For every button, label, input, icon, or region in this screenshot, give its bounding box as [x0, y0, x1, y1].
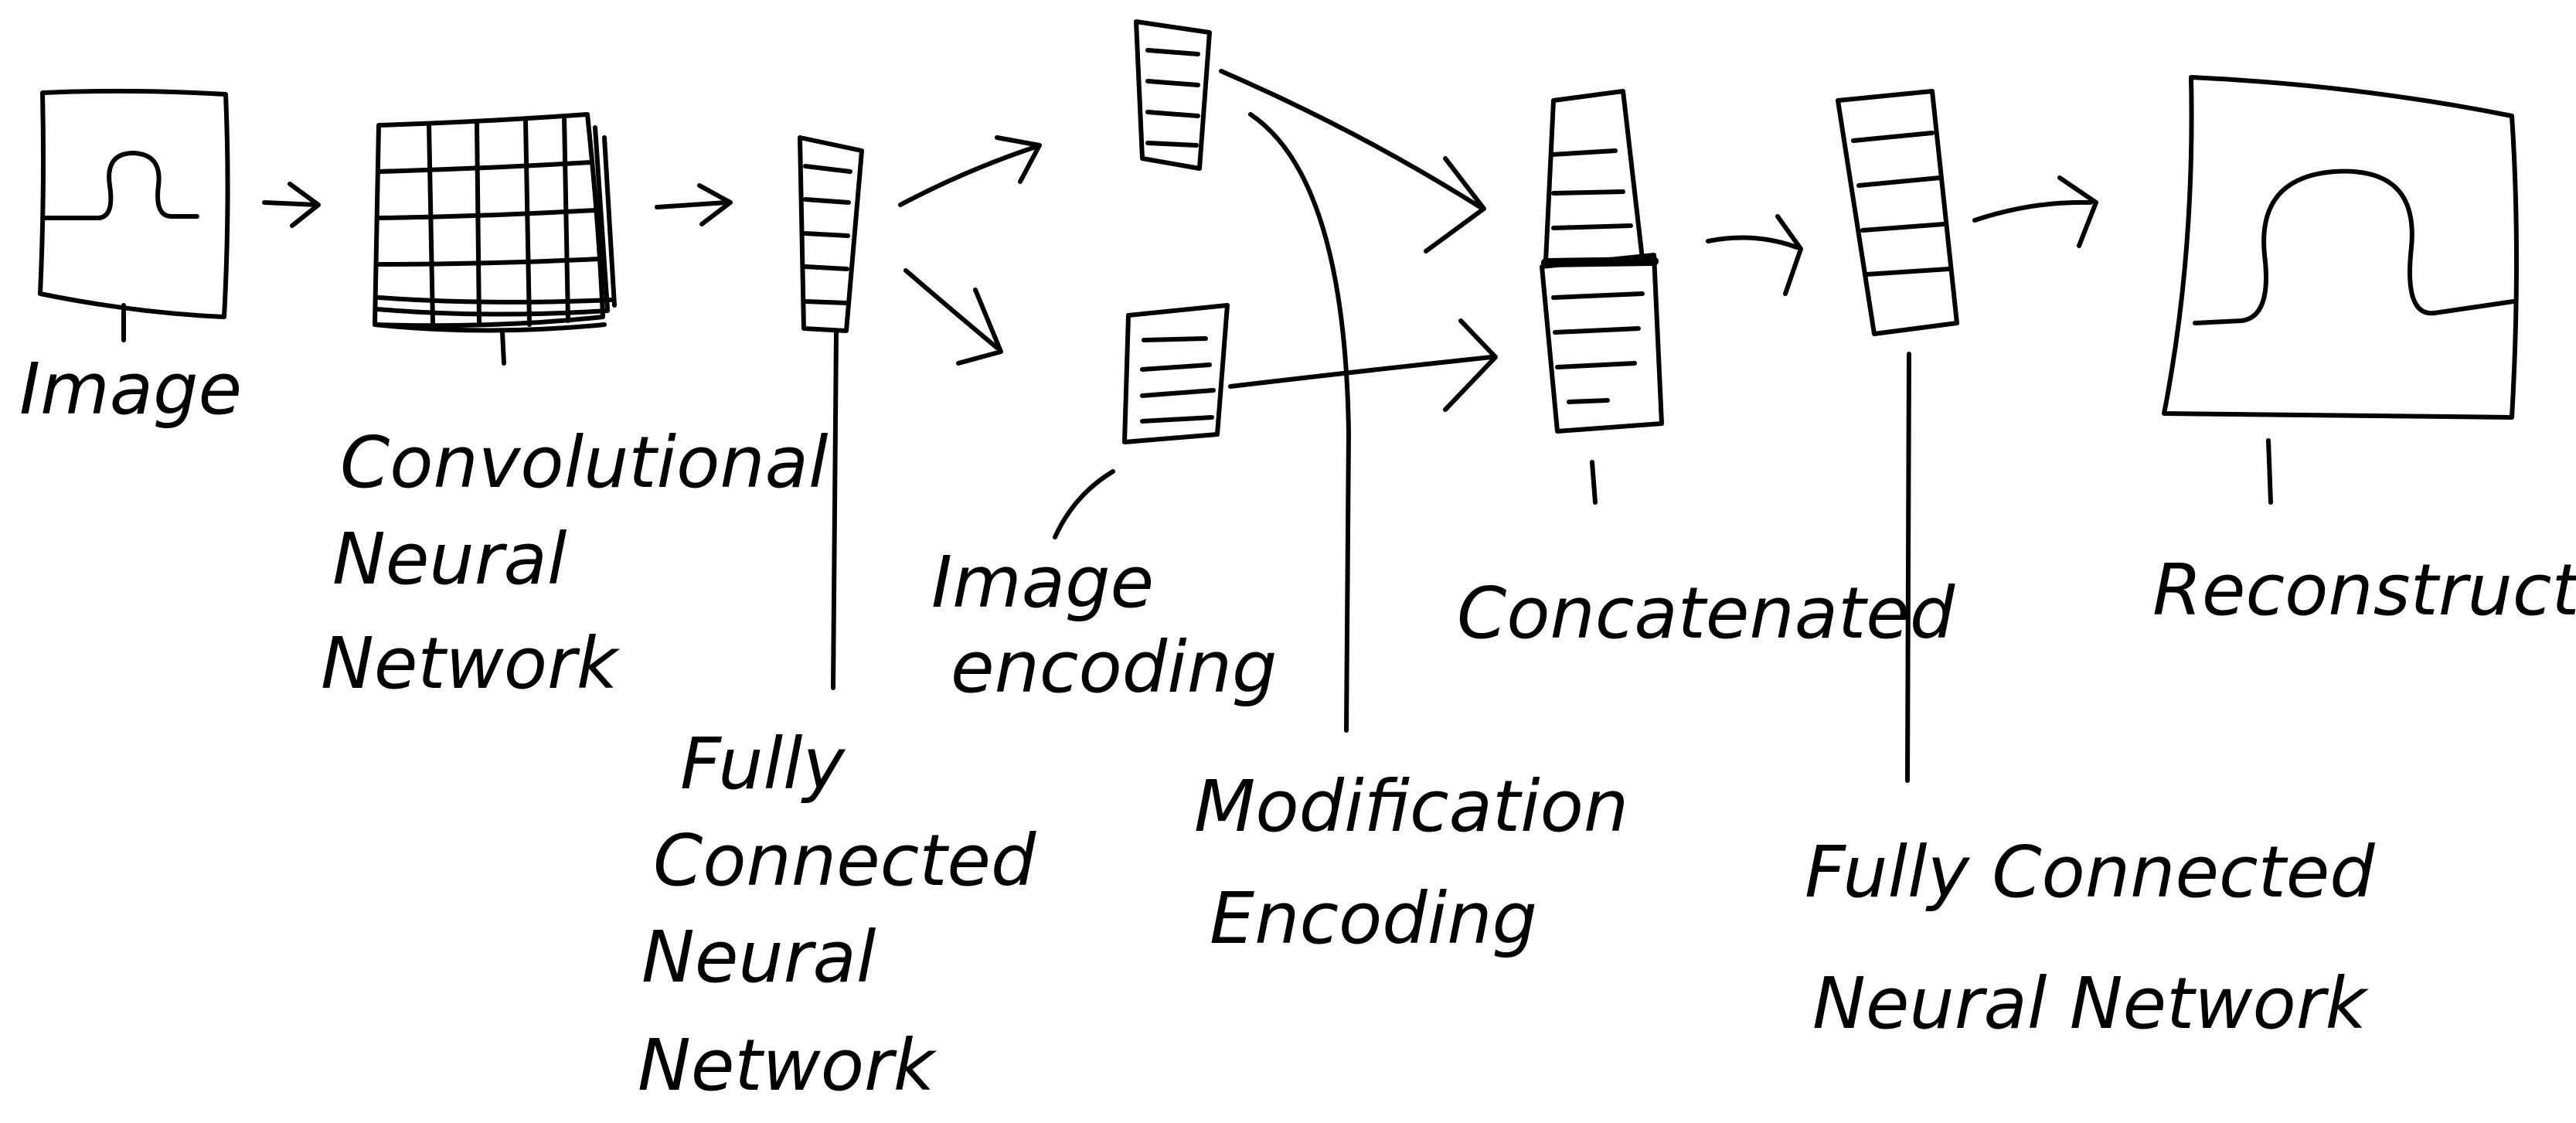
fc1-vector	[798, 135, 864, 690]
label-reconstruction: Reconstruction	[2152, 549, 2576, 631]
arrow-image-to-cnn	[262, 182, 321, 228]
label-image: Image	[19, 348, 242, 430]
input-image	[38, 88, 230, 342]
label-cnn-line-1: Convolutional	[340, 421, 829, 504]
label-modification-encoding-line-2: Encoding	[1210, 877, 1537, 960]
label-fc1-line-3: Neural	[641, 916, 876, 999]
arrow-fc2-to-reconstruction	[1972, 175, 2098, 248]
label-cnn-line-2: Neural	[332, 518, 567, 601]
fc2-vector	[1836, 89, 1959, 783]
label-concatenated: Concatenated	[1457, 572, 1955, 655]
reconstruction-image	[2162, 75, 2519, 505]
label-fc2-line-2: Neural Network	[1812, 962, 2370, 1045]
concatenated-vector	[1540, 89, 1664, 505]
label-image-encoding-line-2: encoding	[951, 626, 1277, 709]
label-cnn-line-3: Network	[321, 622, 621, 705]
modification-encoding-pointer	[1248, 112, 1351, 733]
label-fc2-line-1: Fully Connected	[1805, 831, 2375, 914]
label-fc1-line-2: Connected	[653, 819, 1036, 902]
label-modification-encoding-line-1: Modification	[1194, 765, 1628, 848]
top-vector	[1134, 19, 1212, 171]
cnn-block	[373, 112, 617, 366]
image-encoding-pointer	[1053, 469, 1115, 539]
image-encoding-vector	[1122, 303, 1230, 444]
arrow-fc1-to-top	[898, 135, 1042, 207]
arrow-top-to-concat	[1219, 69, 1486, 254]
arrow-concat-to-fc2	[1706, 214, 1803, 296]
label-fc1-line-4: Network	[638, 1024, 938, 1107]
label-fc1-line-1: Fully	[680, 723, 846, 805]
arrow-cnn-to-fc1	[655, 183, 733, 226]
arrow-bottom-to-concat	[1228, 318, 1498, 412]
arrow-fc1-to-bottom	[903, 268, 1003, 366]
label-image-encoding-line-1: Image	[931, 541, 1154, 624]
